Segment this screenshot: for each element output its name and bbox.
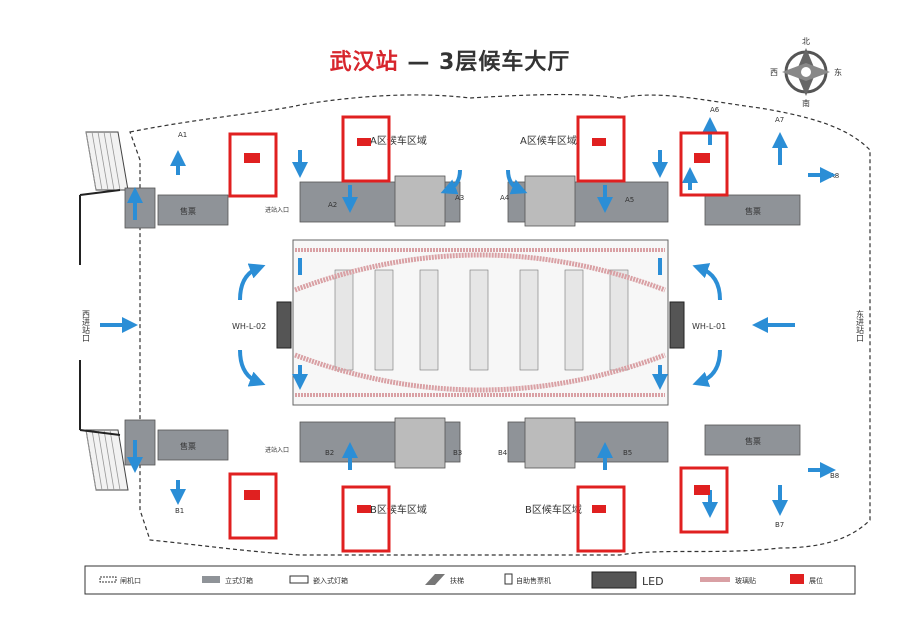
gate-b1: B1	[175, 507, 184, 515]
area-b-right: B区候车区域	[525, 503, 582, 516]
compass-south: 南	[802, 98, 810, 108]
flow-arrows	[100, 117, 836, 518]
gate-a3: A3	[455, 194, 464, 202]
screen-label-right: WH-L-01	[692, 322, 726, 331]
legend-gate: 闸机口	[120, 576, 141, 585]
zone-se: 售票	[745, 436, 761, 446]
gate-a6: A6	[710, 106, 720, 114]
legend-light-box: 立式灯箱	[225, 576, 253, 585]
legend-led: LED	[642, 575, 664, 588]
gate-b7: B7	[775, 521, 784, 529]
gate-b5: B5	[623, 449, 632, 457]
entry-sw: 进站入口	[265, 446, 289, 454]
gate-b2: B2	[325, 449, 334, 457]
gate-b8: B8	[830, 472, 839, 480]
title-dash: —	[398, 50, 440, 75]
entry-nw: 进站入口	[265, 206, 289, 214]
gate-a2: A2	[328, 201, 337, 209]
area-a-right: A区候车区域	[520, 134, 577, 147]
legend: 闸机口 立式灯箱 嵌入式灯箱 扶梯 自助售票机 LED 玻璃贴 展位	[84, 565, 856, 595]
map-title: 武汉站 — 3层候车大厅	[0, 44, 900, 76]
compass-north: 北	[802, 37, 810, 46]
zone-sw: 售票	[180, 441, 196, 451]
gate-a5: A5	[625, 196, 634, 204]
compass: 北 南 东 西	[770, 37, 842, 108]
title-station: 武汉站	[329, 50, 399, 75]
ad-markers	[244, 138, 710, 513]
title-floor: 3层候车大厅	[439, 50, 571, 75]
legend-escalator: 扶梯	[450, 576, 464, 585]
legend-glass: 玻璃贴	[735, 576, 756, 585]
gate-b4: B4	[498, 449, 508, 457]
gate-b3: B3	[453, 449, 462, 457]
gate-a7: A7	[775, 116, 784, 124]
compass-west: 西	[770, 68, 778, 77]
led-screen-right	[669, 301, 685, 349]
compass-east: 东	[834, 67, 842, 77]
legend-ticket-machine: 自助售票机	[516, 576, 551, 585]
gate-a4: A4	[500, 194, 510, 202]
gate-a1: A1	[178, 131, 187, 139]
legend-ad-spot: 展位	[809, 576, 823, 585]
legend-embedded-box: 嵌入式灯箱	[313, 576, 348, 585]
gate-a8: A8	[830, 172, 839, 180]
zone-ne: 售票	[745, 206, 761, 216]
entrance-east: 东进站口	[856, 309, 865, 342]
platform-hall	[292, 239, 669, 406]
entrance-west: 西进站口	[82, 310, 91, 342]
screen-label-left: WH-L-02	[232, 322, 266, 331]
area-b-left: B区候车区域	[370, 503, 427, 516]
area-a-left: A区候车区域	[370, 134, 427, 147]
led-screen-left	[276, 301, 292, 349]
ad-spots	[228, 115, 729, 553]
zone-nw: 售票	[180, 206, 196, 216]
